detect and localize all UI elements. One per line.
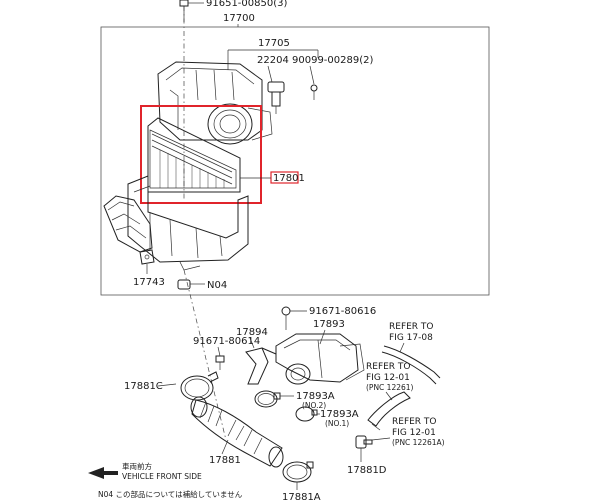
label-91671-80616: 91671-80616 [309,306,376,317]
label-91671-80614: 91671-80614 [193,336,260,347]
air-cleaner-case [103,175,249,271]
screw-icon [310,84,318,100]
hose-connector-17881d [355,435,373,449]
refer-1-line2: FIG 17-08 [389,333,433,343]
bolt-91671-80616 [281,306,291,330]
label-17881c: 17881C [124,381,163,392]
air-filter-element [147,117,241,193]
refer-1-line1: REFER TO [389,322,434,332]
hose-clamp-17881c [180,371,219,401]
label-17801: 17801 [273,173,305,184]
label-17700: 17700 [223,13,255,24]
assembly-frame [100,26,490,296]
bolt-91671-80614 [215,355,225,370]
label-17881: 17881 [209,455,241,466]
vehicle-front-arrow-icon [88,467,118,479]
callout-17801-box [270,171,299,184]
grommet-17743 [139,249,155,265]
vacuum-hose [367,391,411,431]
refer-2-line3: (PNC 12261) [366,383,414,392]
intake-hose [190,396,284,468]
refer-2-line1: REFER TO [366,362,411,372]
hose-clamp-17893a-no1 [295,406,318,422]
front-side-jp: 車両前方 [122,461,152,471]
label-22204: 22204 [257,55,289,66]
refer-3-line1: REFER TO [392,417,437,427]
label-17893a-no1: 17893A [320,409,359,420]
label-17881a: 17881A [282,492,321,500]
footnote: N04 この部品については補給していません [98,489,243,499]
resonator [275,333,365,385]
hose-clamp-17881a [282,461,314,483]
front-side-en: VEHICLE FRONT SIDE [122,472,202,481]
bracket-17894 [245,347,277,385]
breather-hose [383,345,441,379]
label-17894: 17894 [236,327,268,338]
label-17893a-no2-sub: (NO.2) [302,401,326,410]
label-17705: 17705 [258,38,290,49]
bolt-icon [179,0,189,22]
label-90099: 90099-00289(2) [292,55,373,66]
hose-clamp-17893a-no2 [254,390,281,408]
label-17893a-no1-sub: (NO.1) [325,419,349,428]
highlight-box [140,105,262,204]
label-17743: 17743 [133,277,165,288]
label-17893a-no2: 17893A [296,391,335,402]
cushion-n04 [177,279,191,290]
refer-2-line2: FIG 12-01 [366,373,410,383]
air-cleaner-cap [157,61,273,145]
refer-3-line2: FIG 12-01 [392,428,436,438]
label-n04: N04 [207,280,227,291]
refer-3-line3: (PNC 12261A) [392,438,445,447]
label-17881d: 17881D [347,465,387,476]
label-91651: 91651-00850(3) [206,0,287,9]
label-17893: 17893 [313,319,345,330]
mass-air-flow-sensor [267,81,285,114]
